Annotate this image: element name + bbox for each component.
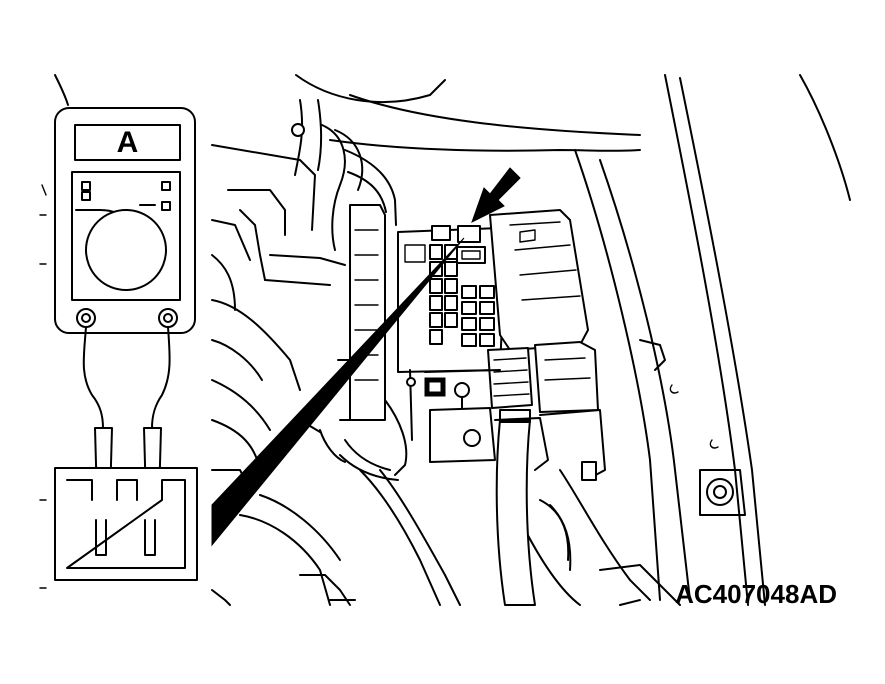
junction-block — [299, 204, 606, 606]
figure-code: AC407048AD — [675, 579, 837, 609]
pointer-arrow — [471, 167, 521, 224]
fuse-closeup — [54, 467, 198, 581]
selector-dial — [85, 209, 167, 291]
multimeter: A — [54, 107, 196, 521]
fuse-closeup-frame — [54, 467, 198, 581]
vehicle-structure — [39, 74, 851, 606]
meter-display — [74, 124, 181, 161]
fuse-slot-left — [431, 225, 451, 241]
callout-wedge — [211, 237, 465, 547]
fuse-slot-target — [457, 225, 481, 243]
fuse-grid — [429, 244, 495, 347]
meter-display-label: A — [117, 126, 139, 159]
